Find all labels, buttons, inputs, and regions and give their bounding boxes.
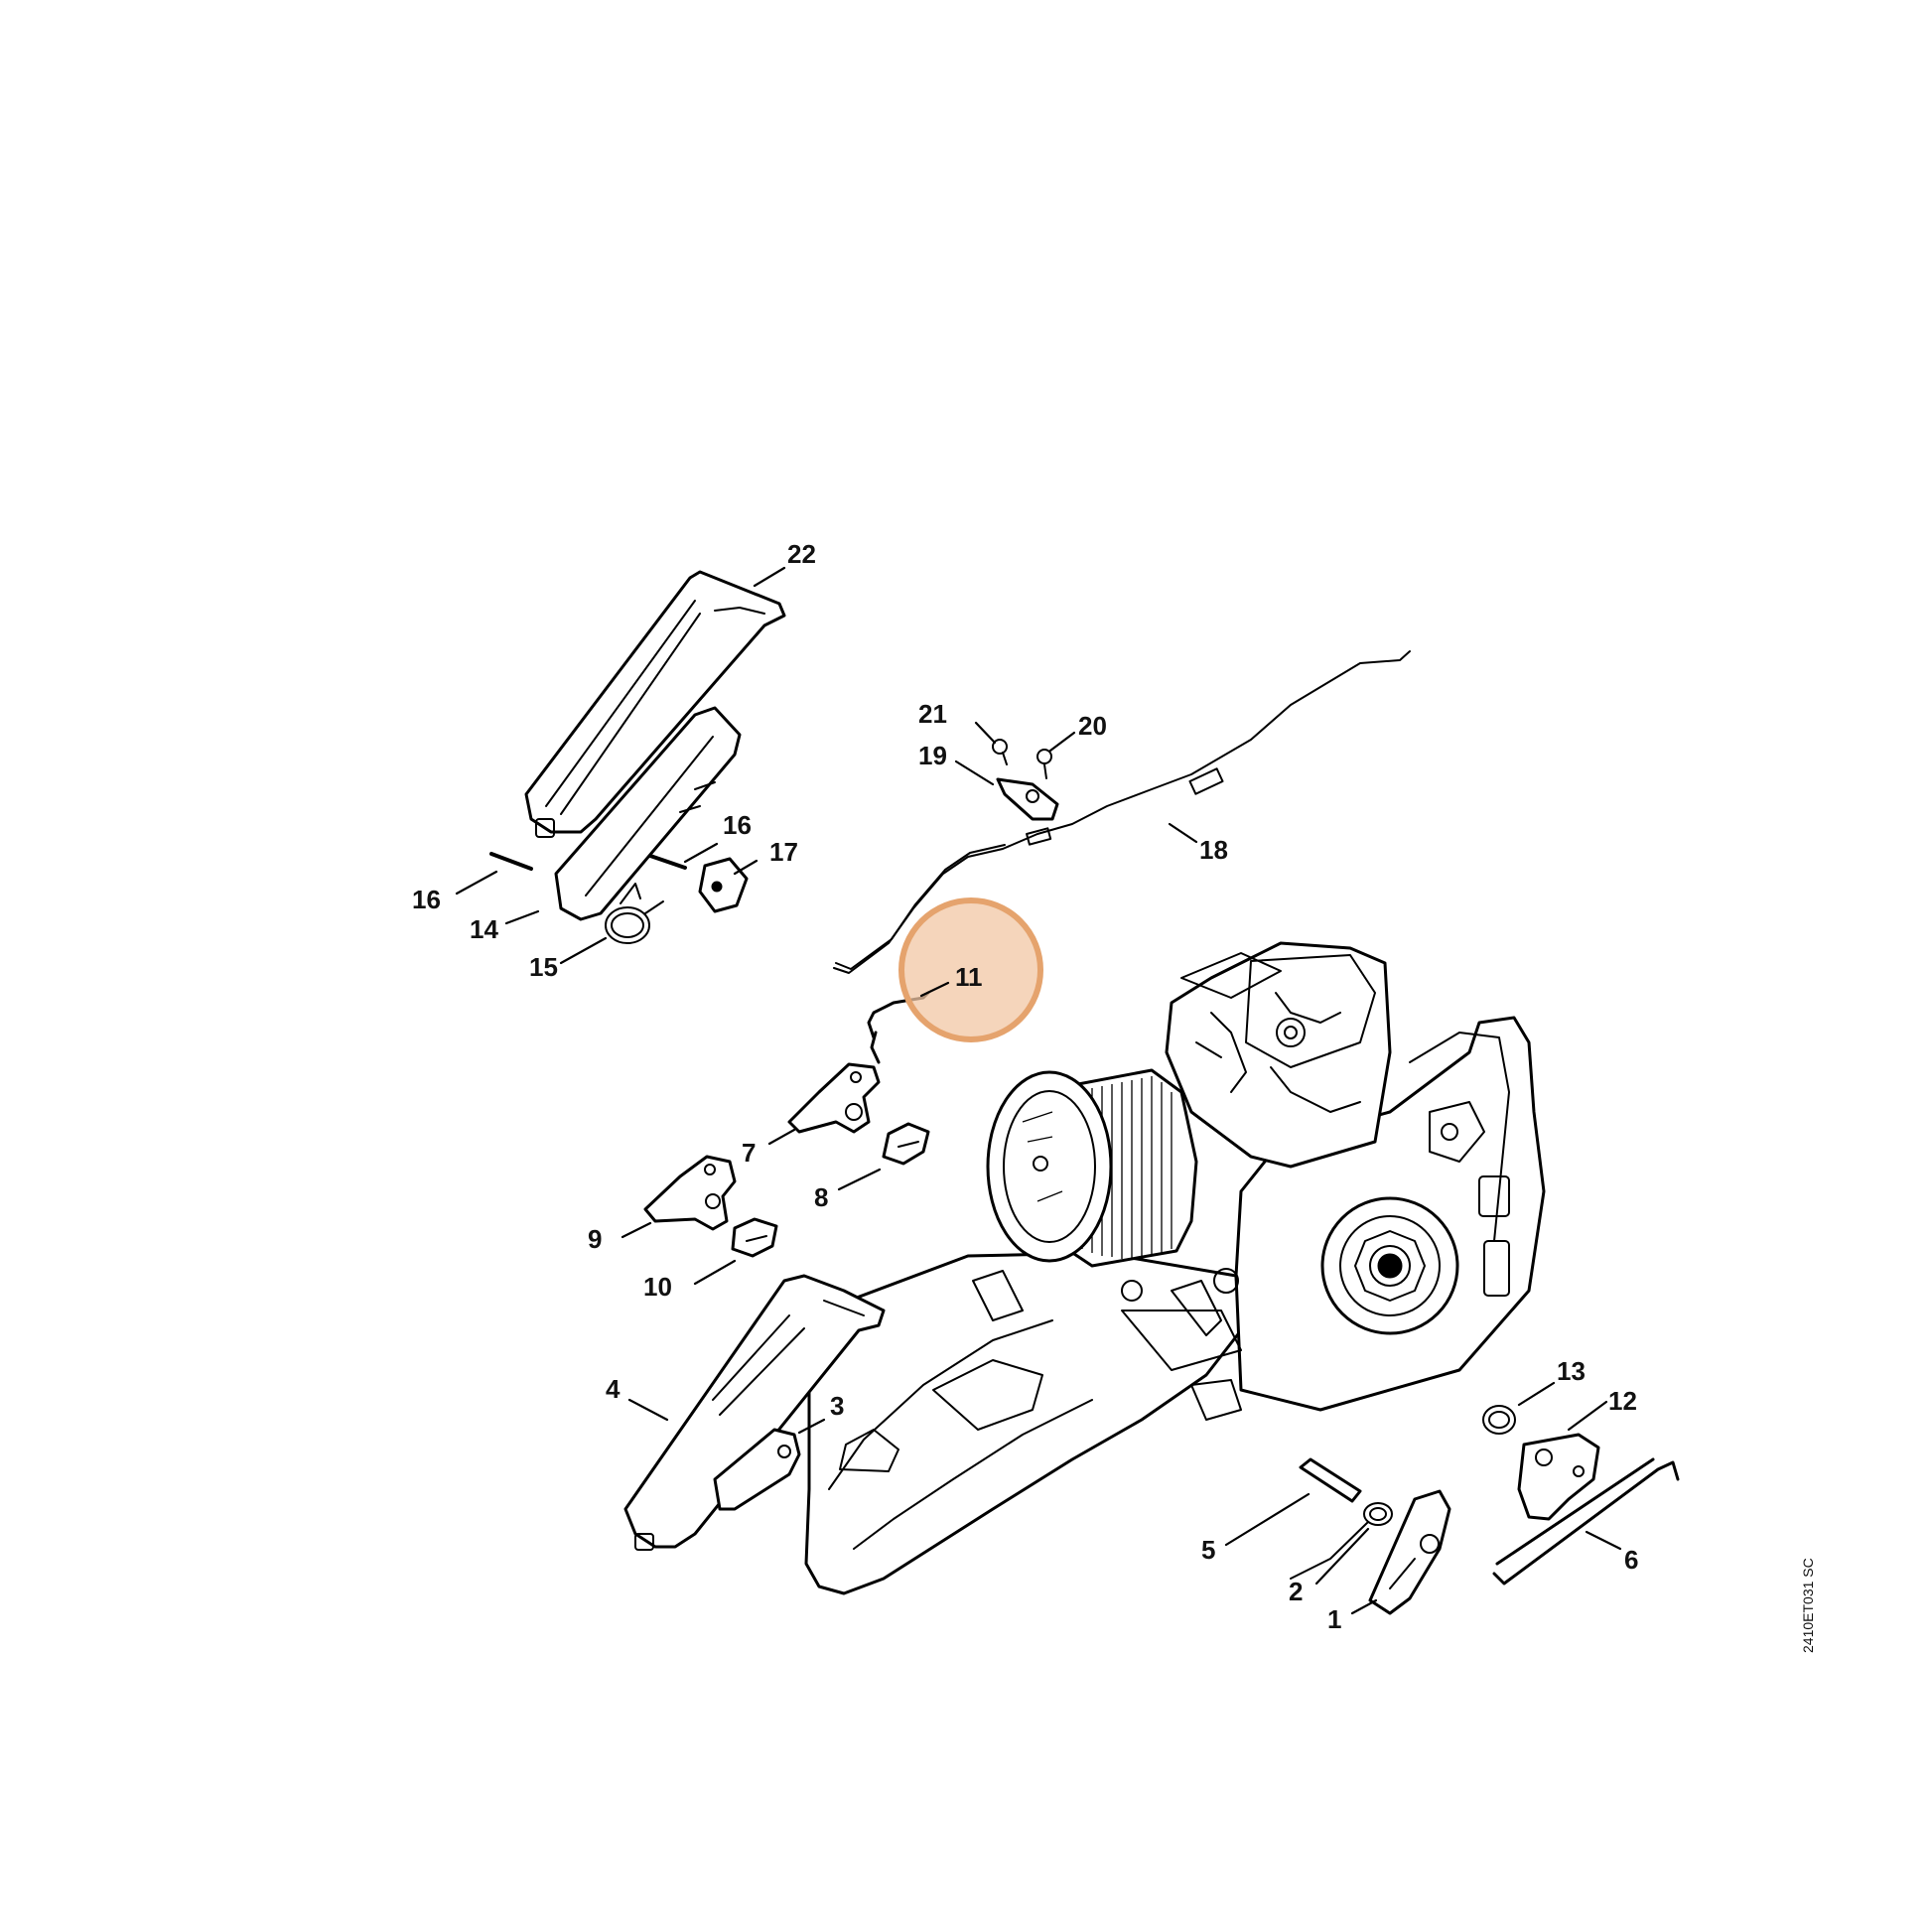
callout-15: 15 <box>529 952 558 982</box>
part-screw-21 <box>992 739 1008 765</box>
callout-14: 14 <box>470 914 498 944</box>
callout-17: 17 <box>769 837 798 867</box>
callout-3: 3 <box>830 1391 844 1421</box>
callout-22: 22 <box>787 539 816 569</box>
callout-10: 10 <box>643 1272 672 1302</box>
part-cable-18 <box>833 650 1411 974</box>
callout-1: 1 <box>1327 1604 1341 1634</box>
part-pin-16-left <box>489 852 533 871</box>
callout-18: 18 <box>1199 835 1228 865</box>
part-spring-13 <box>1482 1405 1516 1435</box>
callout-2: 2 <box>1289 1577 1303 1606</box>
highlight-circle <box>898 897 1043 1042</box>
drawing-reference-code: 2410ET031 SC <box>1800 1558 1816 1653</box>
part-lever-3 <box>713 1428 801 1511</box>
part-clip-10 <box>731 1217 778 1258</box>
part-rod-6 <box>1492 1457 1680 1586</box>
part-pin-16-right <box>648 854 687 870</box>
part-spring-15 <box>605 883 664 944</box>
part-trigger-9 <box>643 1155 737 1231</box>
callout-19: 19 <box>918 741 947 770</box>
callout-8: 8 <box>814 1182 828 1212</box>
callout-20: 20 <box>1078 711 1107 741</box>
callout-13: 13 <box>1557 1356 1586 1386</box>
callout-leaders <box>455 566 1622 1615</box>
callout-4: 4 <box>606 1374 621 1404</box>
callout-6: 6 <box>1624 1545 1638 1575</box>
part-grip-14 <box>554 706 742 921</box>
part-clip-8 <box>882 1122 930 1166</box>
part-handle-upper-22 <box>524 570 786 838</box>
callout-16-right: 16 <box>723 810 752 840</box>
chainsaw-housing <box>804 941 1546 1595</box>
part-bracket-19 <box>996 777 1059 821</box>
part-spring-2 <box>1290 1502 1393 1580</box>
part-trigger-7 <box>787 1062 881 1134</box>
part-pin-5 <box>1299 1457 1362 1503</box>
callout-5: 5 <box>1201 1535 1215 1565</box>
callout-9: 9 <box>588 1224 602 1254</box>
part-lever-12 <box>1517 1433 1600 1521</box>
part-screw-20 <box>1036 749 1052 779</box>
callout-21: 21 <box>918 699 947 729</box>
callout-12: 12 <box>1608 1386 1637 1416</box>
part-clamp-17 <box>698 857 749 913</box>
callout-7: 7 <box>742 1138 756 1168</box>
callout-11: 11 <box>955 962 983 992</box>
callout-labels: 22 21 20 19 18 16 16 17 14 15 11 7 8 9 1… <box>412 539 1638 1634</box>
callout-16-left: 16 <box>412 885 441 914</box>
